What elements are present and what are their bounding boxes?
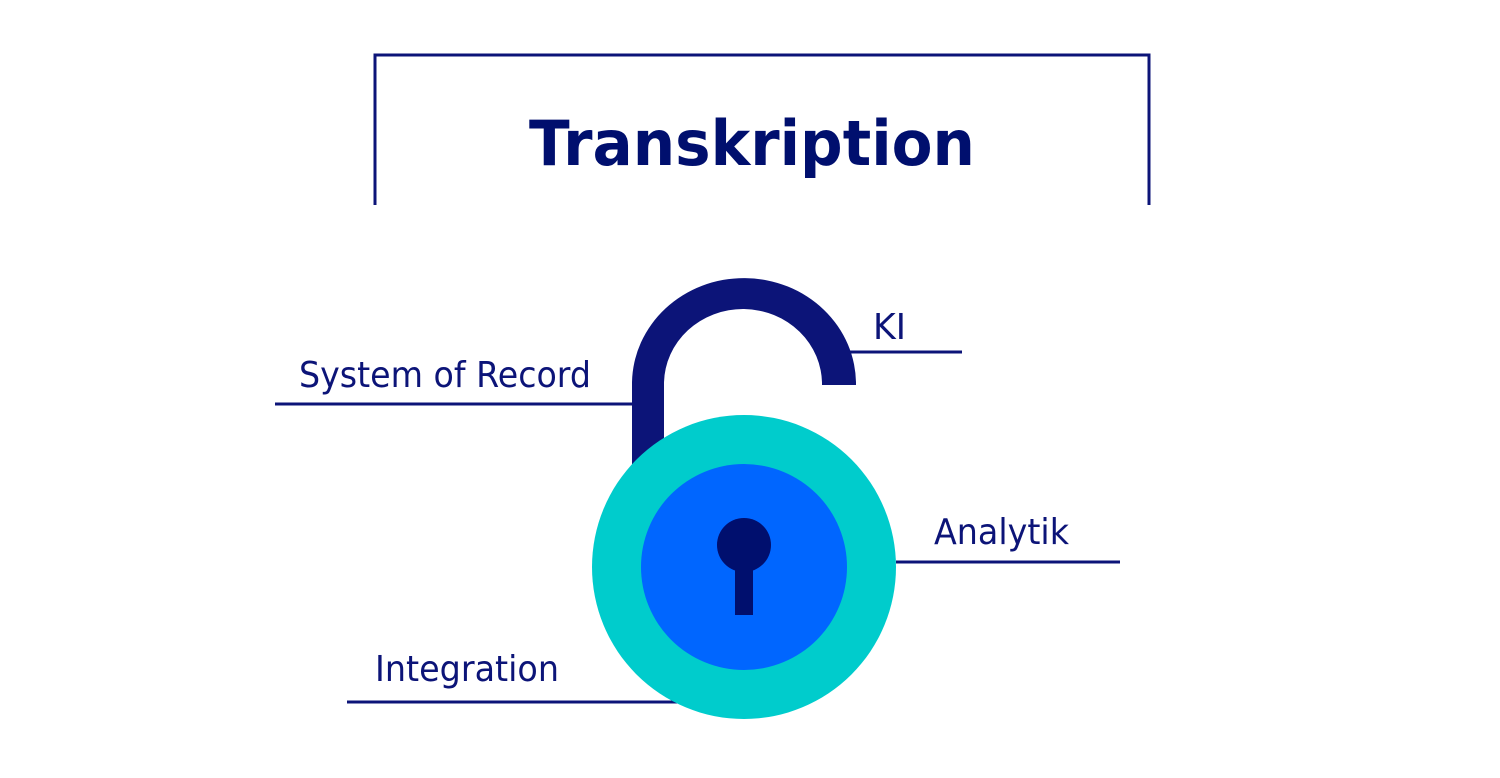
diagram-title: Transkription: [529, 107, 975, 180]
keyhole-icon: [717, 518, 771, 615]
lock-shackle: [632, 278, 857, 470]
label-ki: KI: [873, 307, 906, 348]
label-system-of-record: System of Record: [299, 355, 591, 396]
title-frame: [373, 53, 1151, 205]
label-analytik: Analytik: [934, 512, 1069, 553]
label-integration: Integration: [375, 649, 559, 690]
